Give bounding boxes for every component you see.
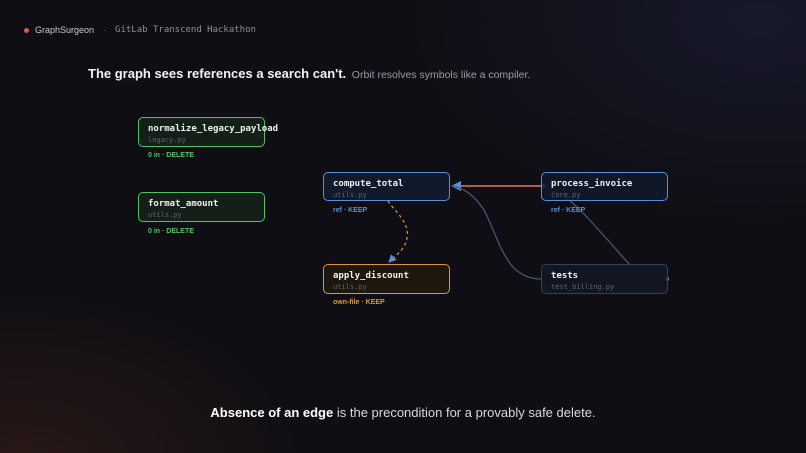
- node-file: utils.py: [333, 283, 367, 291]
- headline: The graph sees references a search can't…: [88, 66, 530, 83]
- node-apply-discount[interactable]: apply_discount utils.py: [323, 264, 450, 294]
- node-process-invoice[interactable]: process_invoice core.py: [541, 172, 668, 201]
- headline-strong: The graph sees references a search can't…: [88, 66, 347, 81]
- edge-tests-to-process: [551, 191, 631, 266]
- node-tag-apply: own-file · KEEP: [333, 299, 385, 306]
- node-compute-total[interactable]: compute_total utils.py: [323, 172, 450, 201]
- node-name: apply_discount: [333, 271, 409, 281]
- node-file: core.py: [551, 191, 581, 199]
- node-name: normalize_legacy_payload: [148, 124, 279, 134]
- node-file: legacy.py: [148, 136, 186, 144]
- footer-caption: Absence of an edge is the precondition f…: [0, 405, 806, 420]
- top-bar: GraphSurgeon · GitLab Transcend Hackatho…: [24, 23, 256, 37]
- footer-strong: Absence of an edge: [210, 405, 334, 420]
- node-tag-normalize: 0 in · DELETE: [148, 152, 194, 159]
- event-name: GitLab Transcend Hackathon: [115, 25, 256, 35]
- node-file: test_billing.py: [551, 283, 615, 291]
- footer-rest: is the precondition for a provably safe …: [333, 405, 596, 420]
- edge-compute-to-apply: [387, 200, 408, 263]
- node-normalize-legacy-payload[interactable]: normalize_legacy_payload legacy.py: [138, 117, 279, 147]
- header-separator: ·: [103, 25, 107, 35]
- node-name: format_amount: [148, 199, 219, 209]
- node-name: compute_total: [333, 179, 404, 189]
- node-file: utils.py: [333, 191, 367, 199]
- node-file: utils.py: [148, 211, 182, 219]
- headline-muted: Orbit resolves symbols like a compiler.: [351, 69, 531, 81]
- node-format-amount[interactable]: format_amount utils.py: [138, 192, 265, 222]
- node-name: process_invoice: [551, 179, 633, 189]
- brand-name: GraphSurgeon: [35, 25, 95, 35]
- node-tag-format: 0 in · DELETE: [148, 228, 194, 235]
- node-name: tests: [551, 271, 579, 281]
- brand-dot-icon: [24, 27, 29, 33]
- node-tag-compute: ref · KEEP: [333, 207, 368, 214]
- edge-tests-to-compute: [451, 185, 542, 280]
- node-tests[interactable]: tests test_billing.py: [541, 264, 668, 294]
- node-tag-process: ref · KEEP: [551, 207, 586, 214]
